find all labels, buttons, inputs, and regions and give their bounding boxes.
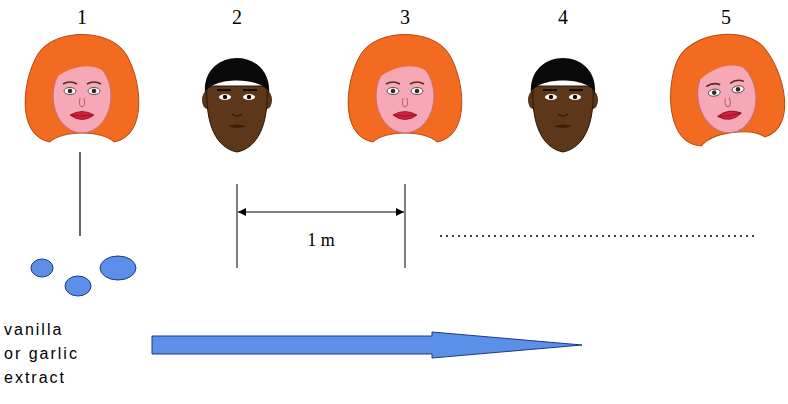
dimension-tick <box>405 184 406 268</box>
extract-drop <box>65 276 91 296</box>
extract-drop <box>100 256 136 280</box>
male-face <box>528 58 598 152</box>
diffusion-arrow <box>152 332 582 358</box>
dimension-tick <box>237 184 238 268</box>
dimension-line <box>238 212 404 213</box>
source-note: vanilla or garlic extract <box>4 318 84 390</box>
person-number: 1 <box>77 6 87 29</box>
person-number: 5 <box>721 6 731 29</box>
female-face <box>662 27 788 149</box>
person-number: 2 <box>232 6 242 29</box>
extract-drop <box>31 259 53 277</box>
continuation-dots <box>440 235 756 237</box>
female-face <box>25 35 139 143</box>
person-number: 4 <box>558 6 568 29</box>
female-face <box>348 35 462 143</box>
dimension-label: 1 m <box>307 230 335 251</box>
source-line <box>79 152 80 236</box>
person-number: 3 <box>400 6 410 29</box>
male-face <box>202 58 272 152</box>
